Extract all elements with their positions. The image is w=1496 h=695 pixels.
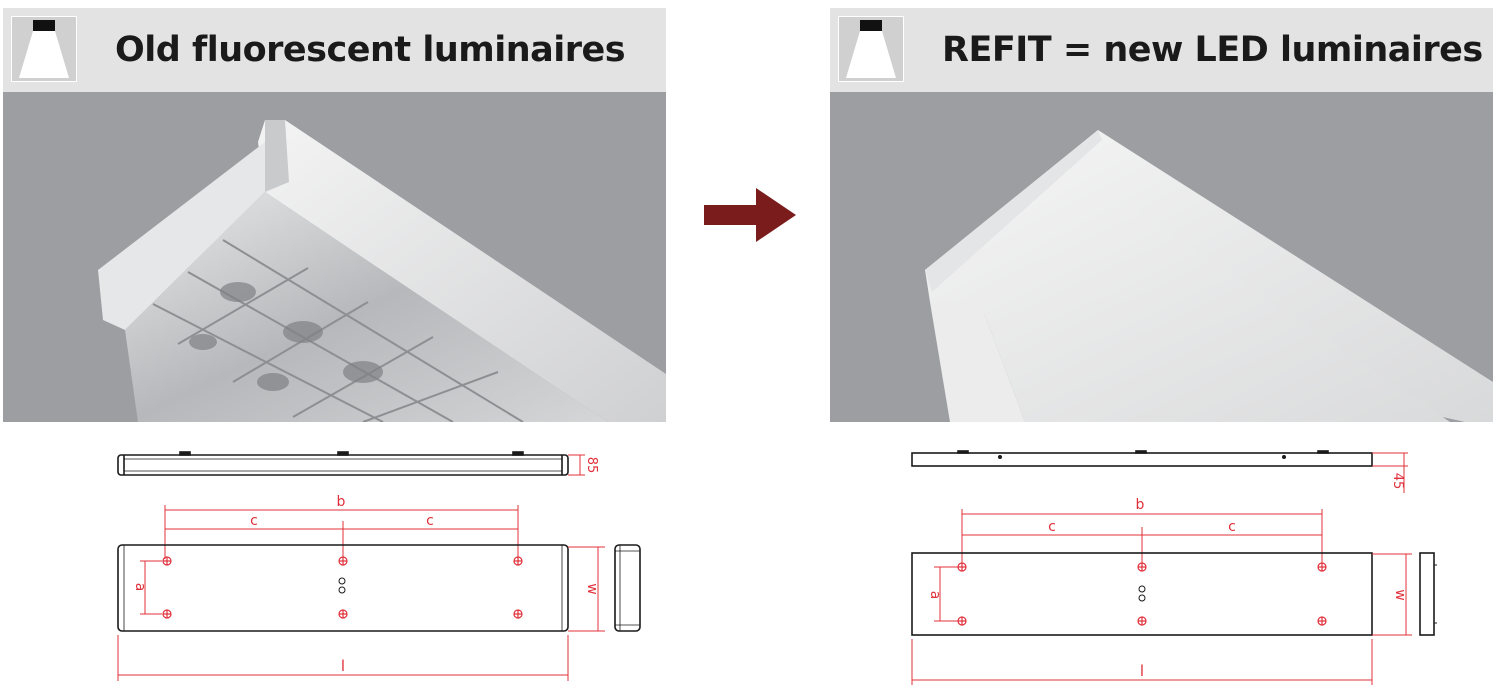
old-top-view <box>117 544 569 632</box>
old-luminaire-panel: Old fluorescent luminaires <box>3 8 666 422</box>
mounting-hole-icon <box>162 556 523 619</box>
old-technical-drawing: 85 b c c a w l <box>117 451 641 681</box>
refit-luminaire-photo <box>830 92 1493 422</box>
old-label-w: w <box>584 583 600 594</box>
arrow-right-icon <box>704 188 796 242</box>
luminaire-icon <box>11 16 77 82</box>
refit-label-a: a <box>927 591 943 600</box>
old-label-a: a <box>132 583 148 592</box>
old-side-view <box>117 451 569 476</box>
mounting-hole-icon <box>957 562 1327 626</box>
old-label-c2: c <box>426 513 434 529</box>
old-panel-title: Old fluorescent luminaires <box>115 30 626 70</box>
refit-label-c1: c <box>1048 519 1056 535</box>
refit-label-w: w <box>1392 589 1408 600</box>
old-height-dim: 85 <box>584 457 599 474</box>
refit-side-view <box>911 450 1373 467</box>
refit-top-view <box>911 552 1373 636</box>
old-luminaire-photo <box>3 92 666 422</box>
refit-label-c2: c <box>1228 519 1236 535</box>
refit-luminaire-panel: REFIT = new LED luminaires <box>830 8 1493 422</box>
old-panel-header: Old fluorescent luminaires <box>3 8 666 92</box>
luminaire-icon <box>838 16 904 82</box>
refit-panel-header: REFIT = new LED luminaires <box>830 8 1493 92</box>
old-label-l: l <box>341 657 345 675</box>
refit-height-dim: 45 <box>1390 473 1405 490</box>
refit-panel-title: REFIT = new LED luminaires <box>942 30 1483 70</box>
refit-label-l: l <box>1140 662 1144 680</box>
old-label-c1: c <box>250 513 258 529</box>
old-end-view <box>614 544 641 632</box>
refit-end-view <box>1419 552 1437 636</box>
old-label-b: b <box>337 494 346 510</box>
refit-label-b: b <box>1136 497 1145 513</box>
refit-technical-drawing: 45 b c c a w l <box>911 450 1437 685</box>
